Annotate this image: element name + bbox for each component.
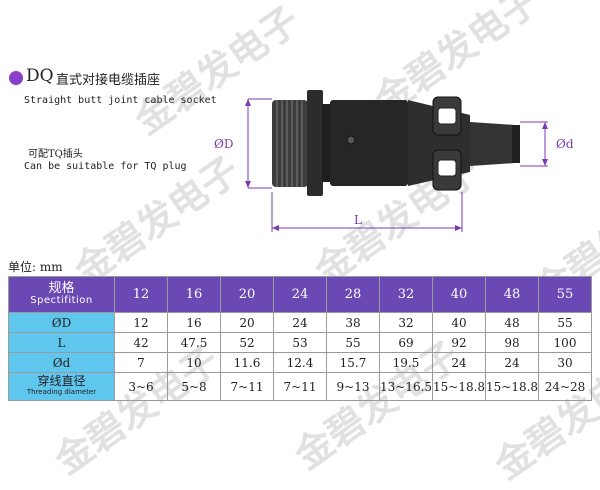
d-dimension — [520, 121, 548, 167]
table-cell: 24 — [485, 352, 539, 373]
row-label-d: Ød — [8, 352, 115, 373]
compat-note-cn: 可配TQ插头 — [28, 149, 83, 160]
table-header-row: 规格 Spectifition 12 16 20 24 28 32 40 48 … — [8, 276, 592, 313]
size-header: 32 — [379, 276, 433, 313]
table-cell: 11.6 — [220, 352, 274, 373]
connector-drawing: ØD Ød L — [214, 90, 574, 232]
table-cell: 48 — [485, 312, 539, 333]
od-dimension — [245, 98, 272, 189]
product-title-en: Straight butt joint cable socket — [24, 95, 217, 106]
table-row: ØD 12 16 20 24 38 32 40 48 55 — [8, 312, 592, 333]
table-cell: 12.4 — [273, 352, 327, 373]
cable-tail — [470, 122, 515, 166]
main-body — [330, 100, 408, 186]
flange — [307, 90, 323, 196]
table-row: L 42 47.5 52 53 55 69 92 98 100 — [8, 332, 592, 353]
table-cell: 38 — [326, 312, 380, 333]
d-label: Ød — [556, 137, 574, 151]
table-cell: 7~11 — [220, 372, 274, 401]
spec-header-en: Spectifition — [30, 294, 93, 306]
size-header: 40 — [432, 276, 486, 313]
od-label: ØD — [214, 137, 233, 151]
table-cell: 100 — [538, 332, 592, 353]
tail-cap — [512, 125, 520, 163]
table-cell: 20 — [220, 312, 274, 333]
row-label-threading: 穿线直径 Threading diameter — [8, 372, 115, 401]
table-cell: 12 — [114, 312, 168, 333]
table-cell: 7 — [114, 352, 168, 373]
threaded-body — [272, 100, 308, 187]
bullet-dot-icon — [9, 71, 23, 85]
flange-edge — [322, 104, 330, 182]
table-cell: 24 — [432, 352, 486, 373]
table-cell: 69 — [379, 332, 433, 353]
table-cell: 98 — [485, 332, 539, 353]
l-label: L — [354, 213, 362, 227]
spec-header-cn: 规格 — [48, 280, 75, 296]
size-header: 28 — [326, 276, 380, 313]
table-cell: 47.5 — [167, 332, 221, 353]
table-cell: 52 — [220, 332, 274, 353]
body-screw — [346, 135, 356, 145]
threading-label-cn: 穿线直径 — [37, 373, 86, 388]
threading-label-en: Threading diameter — [26, 387, 97, 396]
row-label-od: ØD — [8, 312, 115, 333]
table-cell: 55 — [538, 312, 592, 333]
table-cell: 5~8 — [167, 372, 221, 401]
table-cell: 53 — [273, 332, 327, 353]
size-header: 20 — [220, 276, 274, 313]
product-title-cn: 直式对接电缆插座 — [56, 73, 161, 88]
spec-table: 规格 Spectifition 12 16 20 24 28 32 40 48 … — [8, 276, 592, 401]
table-cell: 55 — [326, 332, 380, 353]
table-cell: 9~13 — [326, 372, 380, 401]
table-cell: 3~6 — [114, 372, 168, 401]
table-cell: 7~11 — [273, 372, 327, 401]
table-cell: 15~18.8 — [485, 372, 539, 401]
size-header: 12 — [114, 276, 168, 313]
table-row: Ød 7 10 11.6 12.4 15.7 19.5 24 24 30 — [8, 352, 592, 373]
table-cell: 24~28 — [538, 372, 592, 401]
size-header: 16 — [167, 276, 221, 313]
table-cell: 30 — [538, 352, 592, 373]
product-code: DQ — [26, 66, 54, 86]
table-cell: 32 — [379, 312, 433, 333]
table-cell: 16 — [167, 312, 221, 333]
spec-header-cell: 规格 Spectifition — [8, 276, 115, 313]
table-cell: 24 — [273, 312, 327, 333]
size-header: 24 — [273, 276, 327, 313]
table-cell: 42 — [114, 332, 168, 353]
l-dimension — [271, 192, 463, 232]
table-cell: 40 — [432, 312, 486, 333]
table-cell: 15.7 — [326, 352, 380, 373]
compat-note-en: Can be suitable for TQ plug — [24, 161, 187, 172]
size-header: 48 — [485, 276, 539, 313]
row-label-l: L — [8, 332, 115, 353]
table-cell: 92 — [432, 332, 486, 353]
table-cell: 13~16.5 — [379, 372, 433, 401]
unit-label: 单位: mm — [8, 260, 63, 274]
table-row: 穿线直径 Threading diameter 3~6 5~8 7~11 7~1… — [8, 372, 592, 401]
table-cell: 19.5 — [379, 352, 433, 373]
clamp — [432, 96, 462, 191]
table-cell: 15~18.8 — [432, 372, 486, 401]
size-header: 55 — [538, 276, 592, 313]
table-cell: 10 — [167, 352, 221, 373]
